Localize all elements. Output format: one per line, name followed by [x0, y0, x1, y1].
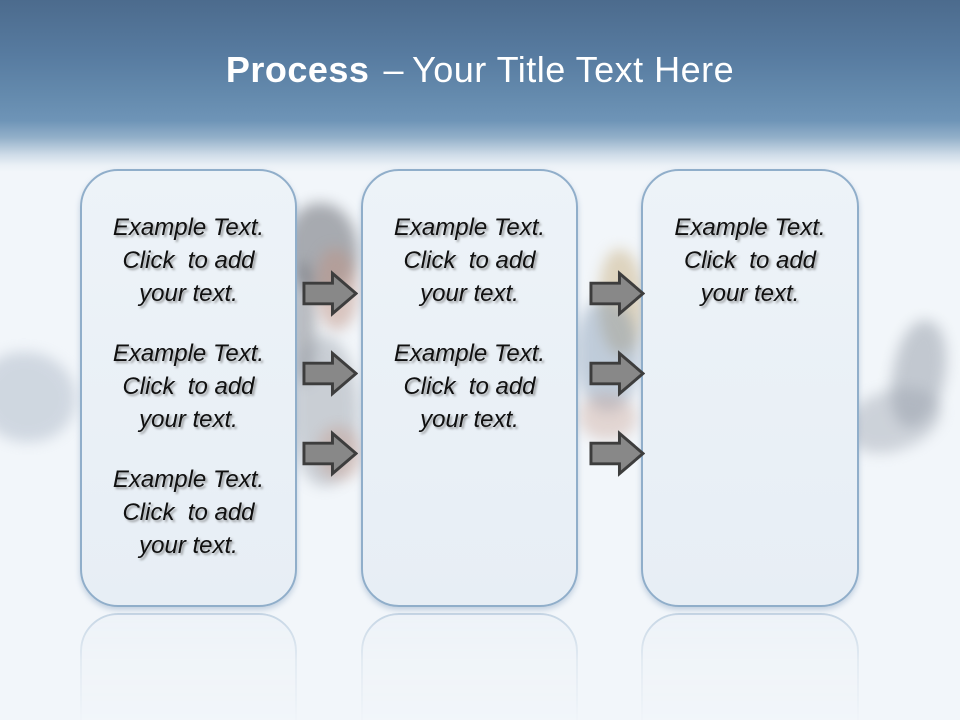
text-line: Example Text. [112, 340, 265, 367]
text-placeholder[interactable]: Example Text. Click to add your text. [643, 211, 857, 310]
box-3-reflection [641, 613, 859, 720]
text-line: Click to add [122, 499, 255, 526]
text-line: Example Text. [112, 214, 265, 241]
photo-person2-body [576, 299, 640, 411]
text-line: your text. [700, 280, 800, 307]
title-bar: Process–Your Title Text Here [0, 0, 960, 172]
title-keyword: Process [225, 49, 370, 90]
box-1-reflection [80, 613, 297, 720]
slide-title: Process–Your Title Text Here [0, 50, 960, 90]
text-line: your text. [139, 532, 238, 559]
text-line: your text. [139, 406, 238, 433]
text-line: your text. [139, 280, 238, 307]
process-box-2[interactable]: Example Text. Click to add your text. Ex… [361, 169, 578, 607]
text-placeholder[interactable]: Example Text. Click to add your text. [82, 463, 295, 562]
text-placeholder[interactable]: Example Text. Click to add your text. [363, 337, 576, 436]
right-arrow-icon [302, 350, 358, 397]
text-placeholder[interactable]: Example Text. Click to add your text. [363, 211, 576, 310]
text-placeholder[interactable]: Example Text. Click to add your text. [82, 337, 295, 436]
text-line: Click to add [122, 373, 255, 400]
text-line: Example Text. [393, 214, 546, 241]
text-line: Click to add [403, 373, 536, 400]
right-arrow-icon [589, 430, 645, 477]
right-arrow-icon [589, 350, 645, 397]
right-arrow-icon [302, 270, 358, 317]
text-line: Click to add [403, 247, 536, 274]
title-placeholder-text: Your Title Text Here [411, 49, 735, 90]
text-line: your text. [420, 280, 519, 307]
text-line: Example Text. [112, 466, 265, 493]
right-arrow-icon [589, 270, 645, 317]
text-line: Click to add [122, 247, 255, 274]
text-placeholder[interactable]: Example Text. Click to add your text. [82, 211, 295, 310]
box-2-reflection [361, 613, 578, 720]
photo-foot-left [0, 352, 76, 442]
photo-person2-arm [579, 394, 637, 440]
text-line: Example Text. [393, 340, 546, 367]
title-separator: – [383, 49, 404, 90]
right-arrow-icon [302, 430, 358, 477]
process-box-3[interactable]: Example Text. Click to add your text. [641, 169, 859, 607]
text-line: your text. [420, 406, 519, 433]
text-line: Example Text. [674, 214, 826, 241]
process-box-1[interactable]: Example Text. Click to add your text. Ex… [80, 169, 297, 607]
text-line: Click to add [683, 247, 817, 274]
